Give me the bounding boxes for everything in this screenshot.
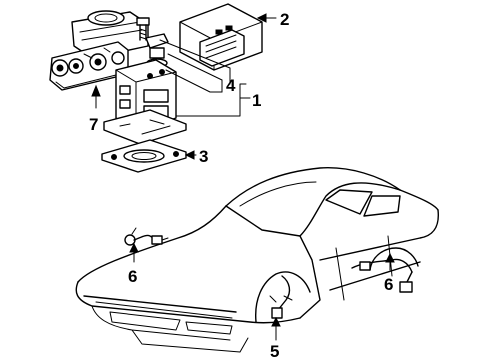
brake-modulator: [103, 59, 187, 145]
callout-6-rear: 6: [384, 275, 393, 294]
callout-7: 7: [89, 115, 98, 134]
front-sensor-harness: [269, 275, 293, 319]
callout-3: 3: [199, 147, 208, 166]
callout-4: 4: [226, 76, 236, 95]
control-module: [179, 3, 263, 71]
rear-wheel-speed-sensor: [351, 258, 413, 293]
callout-2: 2: [280, 10, 289, 29]
callout-5: 5: [270, 342, 279, 360]
leader-lines: [91, 13, 395, 341]
mounting-bracket: [101, 139, 187, 173]
callout-1: 1: [252, 91, 261, 110]
front-wheel-speed-sensor: [124, 227, 169, 246]
callout-6-front: 6: [128, 267, 137, 286]
vehicle-outline: [75, 167, 439, 353]
